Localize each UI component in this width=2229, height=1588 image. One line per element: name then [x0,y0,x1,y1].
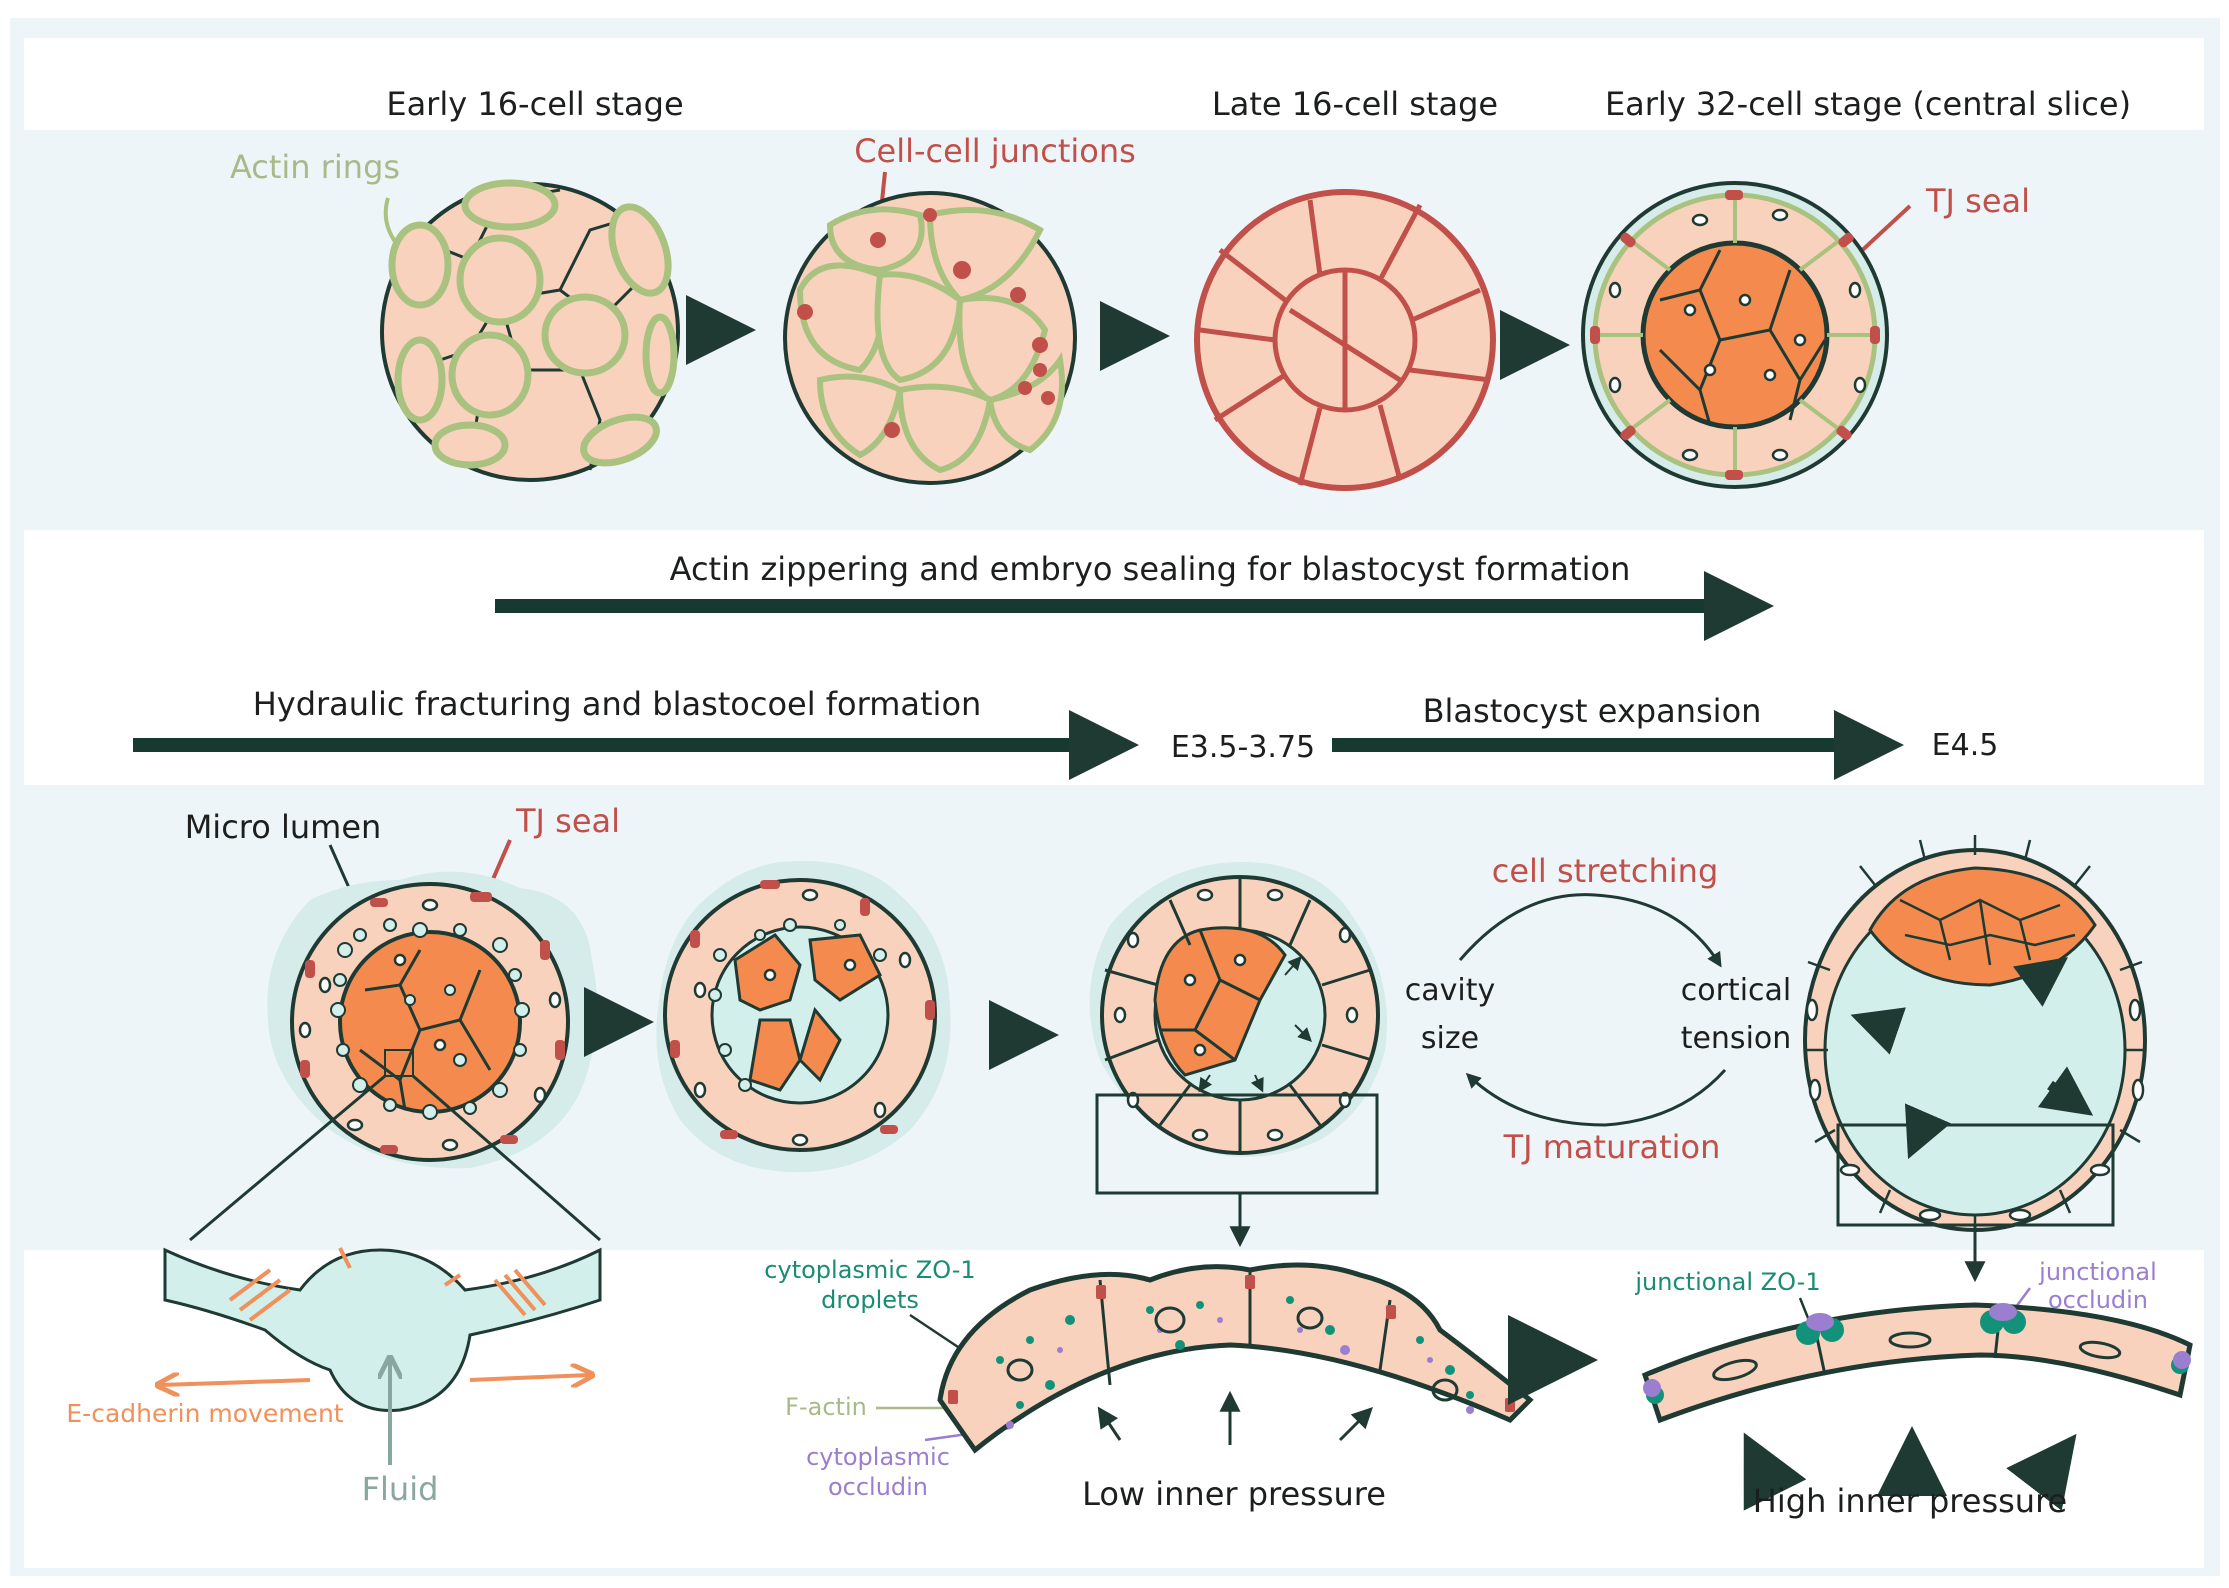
loop-right-2: tension [1681,1021,1792,1056]
tj-seal-label-top: TJ seal [1925,182,2030,220]
timeline: Actin zippering and embryo sealing for b… [133,550,1999,780]
embryo-coalescing [656,860,951,1173]
loop-left-2: size [1421,1021,1479,1056]
ecad-arrow-right [469,1375,590,1380]
ecad-arrow-left [160,1380,311,1385]
epithelium-high-pressure: junctional ZO-1 junctional occludin H [1634,1258,2193,1520]
fracturing-label: Hydraulic fracturing and blastocoel form… [253,685,982,723]
micro-lumen-label: Micro lumen [185,808,382,846]
zo1-cyto-line2: droplets [821,1286,919,1314]
sealing-label: Actin zippering and embryo sealing for b… [670,550,1631,588]
embryo-early-16cell: Actin rings [230,148,680,482]
loop-upper-arrow [1458,893,1722,968]
e1-label: E3.5-3.75 [1171,730,1315,765]
loop-left-1: cavity [1405,973,1495,1008]
embryo-early-blastocyst [1089,861,1387,1248]
ecad-label: E-cadherin movement [66,1399,343,1428]
stage4-title: Early 32-cell stage (central slice) [1605,85,2131,123]
loop-top: cell stretching [1492,852,1719,890]
e2-label: E4.5 [1932,728,1999,763]
low-pressure-label: Low inner pressure [1082,1475,1386,1513]
embryo-expanded-blastocyst [1803,835,2147,1283]
title-band [24,38,2204,130]
expansion-label: Blastocyst expansion [1423,692,1762,730]
cell-junctions-label: Cell-cell junctions [854,132,1136,170]
stage3-title: Late 16-cell stage [1212,85,1498,123]
zoom-box-mid [1095,1093,1379,1195]
occludin-junc-line1: junctional [2038,1258,2157,1286]
actin-ring [461,179,559,231]
embryo-late-16cell [1194,189,1496,491]
top-row: Early 16-cell stage Late 16-cell stage E… [230,85,2131,491]
bottom-row: E-cadherin movement Fluid cytoplasmic ZO… [66,1247,2193,1520]
loop-right-1: cortical [1681,973,1792,1008]
actin-rings-label: Actin rings [230,148,400,186]
fluid-label: Fluid [362,1470,439,1508]
zo1-cyto-line1: cytoplasmic ZO-1 [764,1256,975,1284]
fracture-zoom: E-cadherin movement Fluid [66,1247,602,1508]
zoom-lines [189,1074,601,1242]
tj-seal-label-mid: TJ seal [515,802,620,840]
high-pressure-label: High inner pressure [1753,1482,2067,1520]
embryo-32cell-slice: TJ seal [1581,181,2030,489]
factin-label: F-actin [785,1393,867,1421]
stage1-title: Early 16-cell stage [386,85,683,123]
occludin-cyto-line2: occludin [828,1473,928,1501]
embryo-micro-lumen: Micro lumen TJ seal [185,802,620,1242]
tj-seal-pointer [1854,204,1912,258]
feedback-loop: cell stretching cavity size cortical ten… [1405,852,1792,1166]
loop-bottom: TJ maturation [1503,1128,1721,1166]
epithelium-low-pressure: cytoplasmic ZO-1 droplets F-actin cytopl… [764,1256,1534,1513]
middle-row: Micro lumen TJ seal [185,802,2147,1283]
zo1-junc-label: junctional ZO-1 [1634,1268,1820,1296]
occludin-cyto-line1: cytoplasmic [806,1443,950,1471]
loop-lower-arrow [1465,1068,1727,1127]
embryo-junctions: Cell-cell junctions [783,132,1136,485]
zoom-box [384,1049,414,1077]
